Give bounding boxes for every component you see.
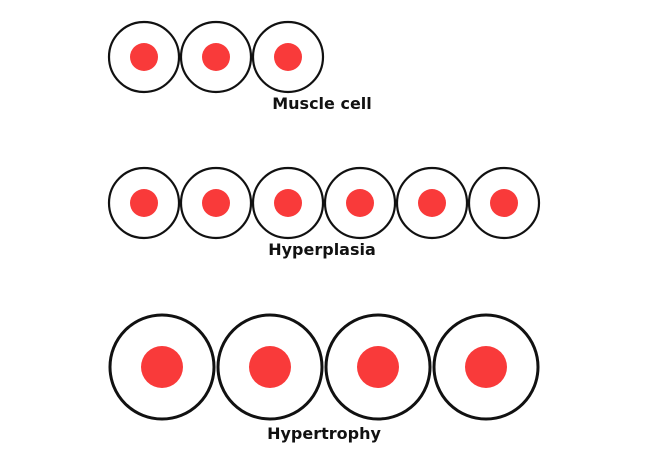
muscle-cell-nucleus xyxy=(130,43,158,71)
muscle-cell-nucleus xyxy=(202,43,230,71)
muscle-cell-label: Muscle cell xyxy=(272,94,372,113)
hyperplasia-label: Hyperplasia xyxy=(268,240,376,259)
hyperplasia-nucleus xyxy=(418,189,446,217)
hypertrophy-nucleus xyxy=(357,346,399,388)
hyperplasia-nucleus xyxy=(130,189,158,217)
hyperplasia-nucleus xyxy=(346,189,374,217)
hypertrophy-nucleus xyxy=(249,346,291,388)
hypertrophy-nucleus xyxy=(465,346,507,388)
hyperplasia-nucleus xyxy=(202,189,230,217)
hypertrophy-nucleus xyxy=(141,346,183,388)
muscle-cell-row xyxy=(107,20,325,94)
muscle-cell-nucleus xyxy=(274,43,302,71)
hyperplasia-row xyxy=(107,166,541,240)
hypertrophy-label: Hypertrophy xyxy=(267,424,381,443)
hyperplasia-nucleus xyxy=(490,189,518,217)
hypertrophy-row xyxy=(108,313,540,421)
hyperplasia-nucleus xyxy=(274,189,302,217)
